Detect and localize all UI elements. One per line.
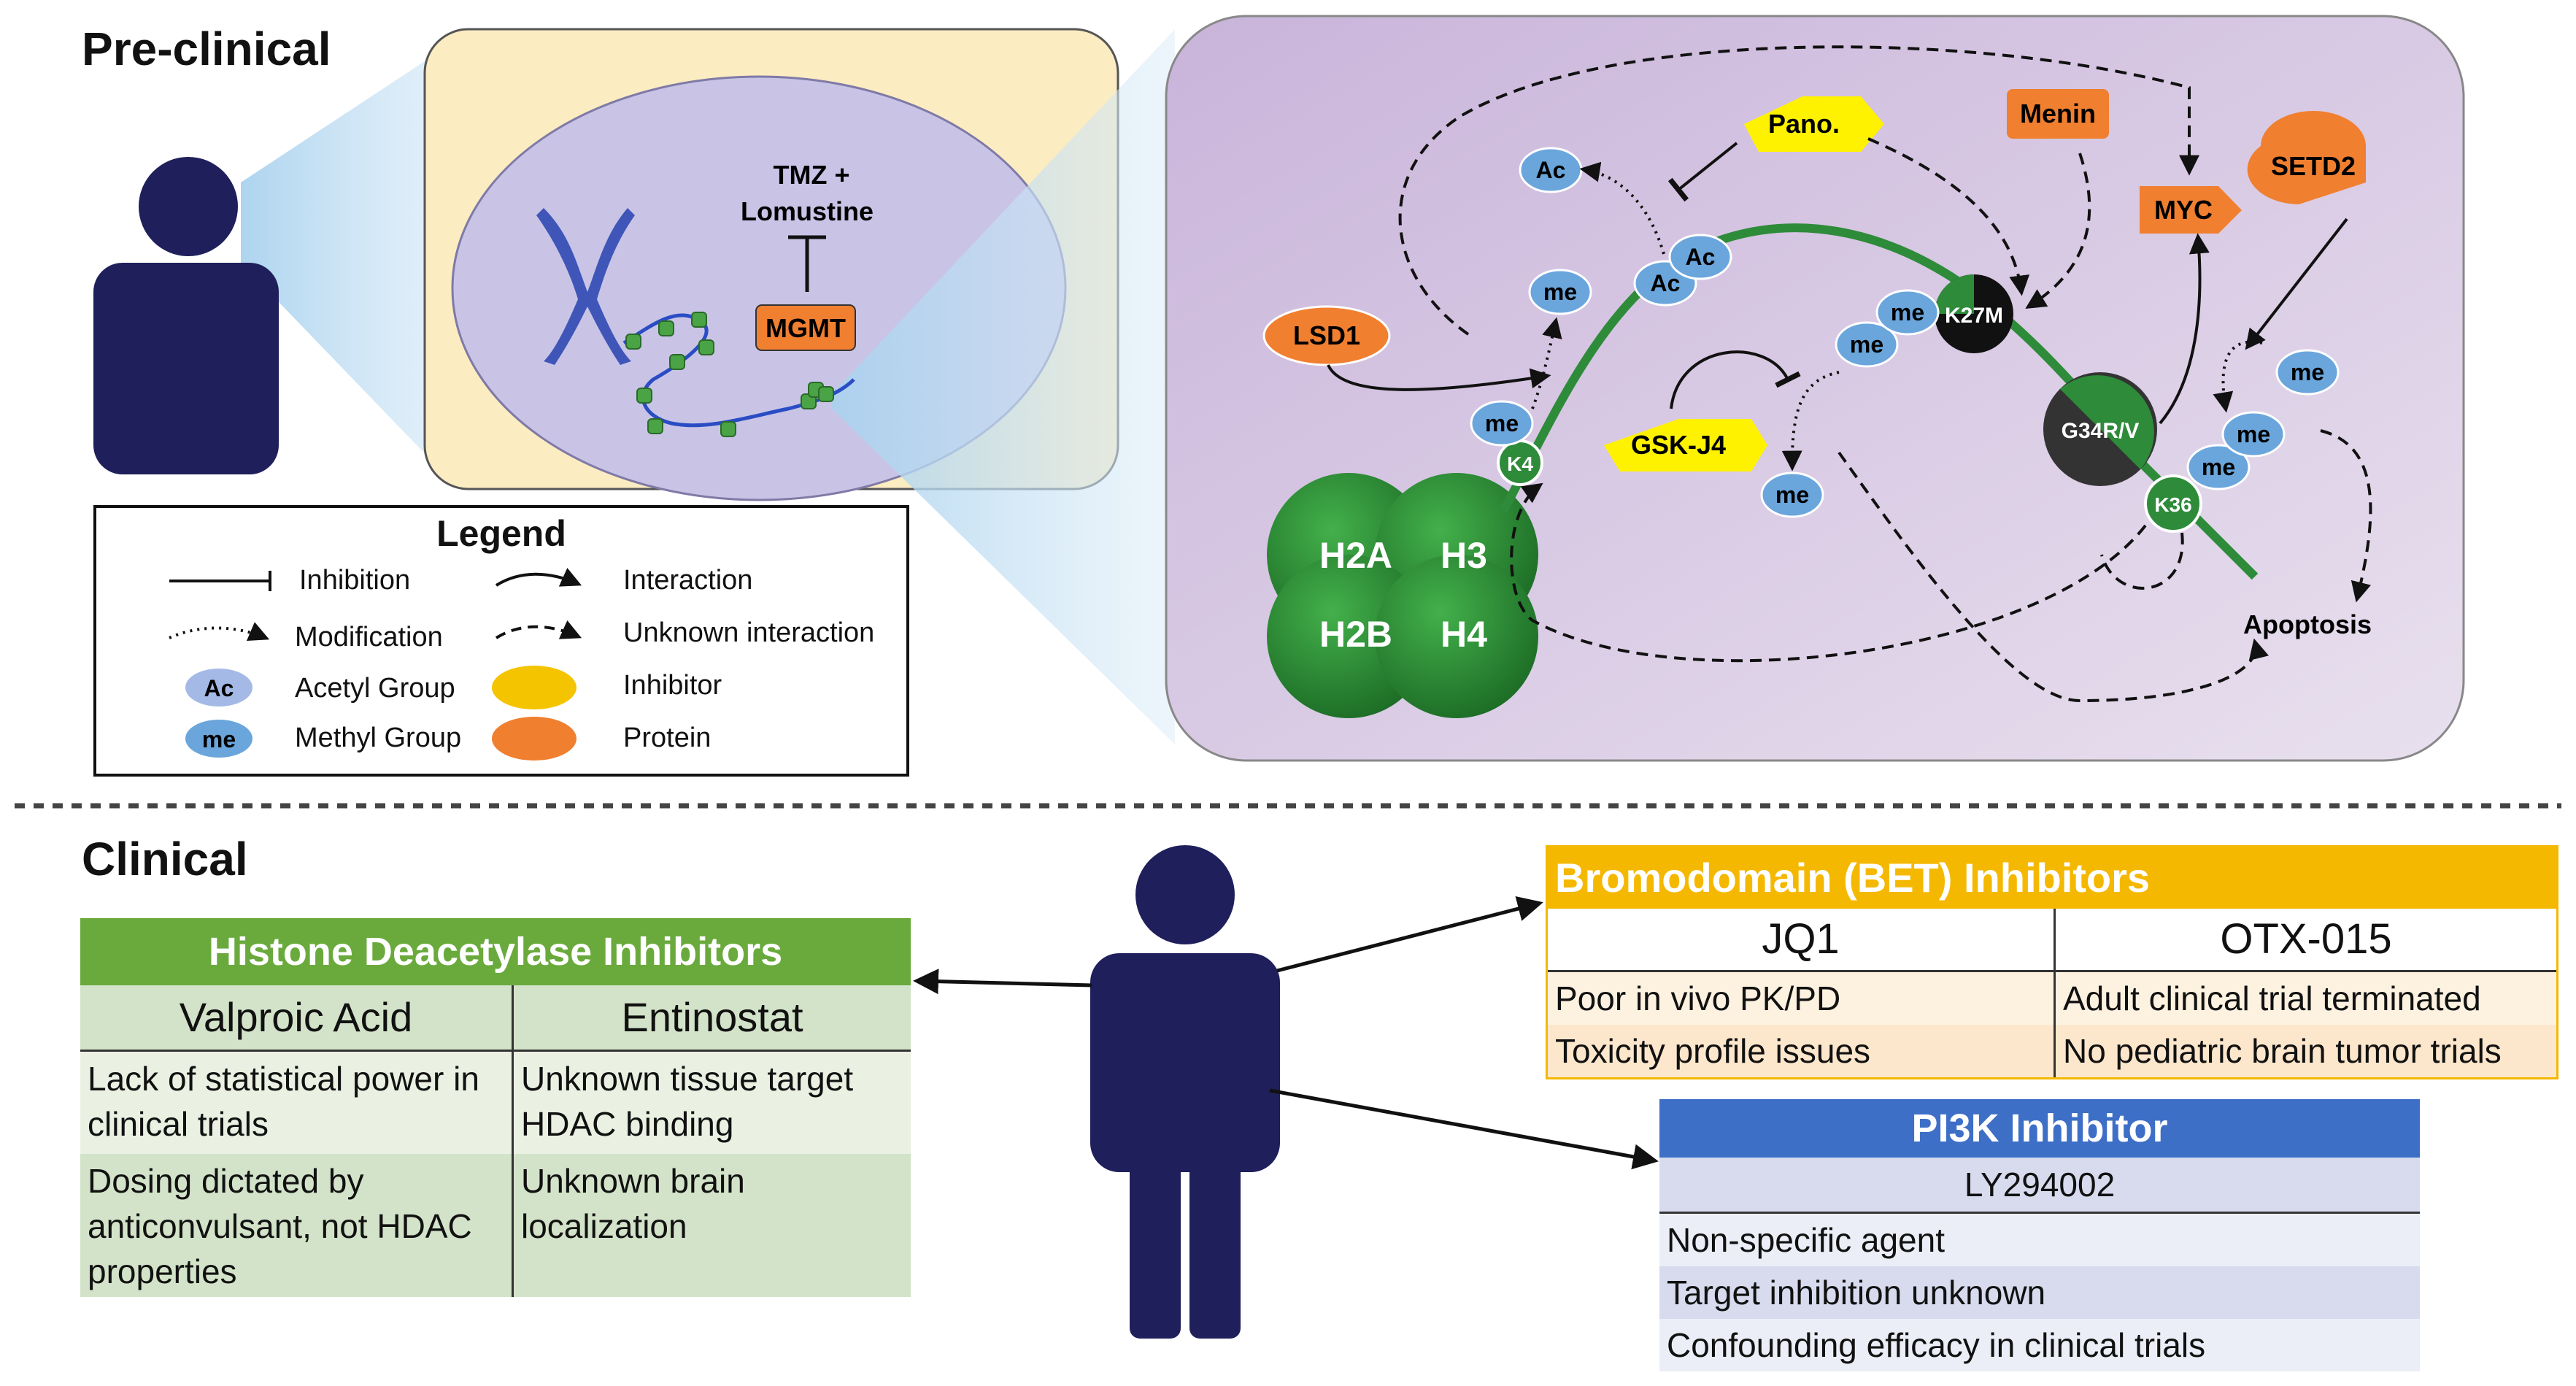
legend-protein: Protein [623,723,712,753]
pi3k-agent: LY294002 [1659,1158,2420,1214]
histone-h2a: H2A [1319,535,1392,576]
zoom-beam-1 [241,53,438,467]
svg-text:me: me [2202,454,2235,480]
legend-inhibitor: Inhibitor [623,670,722,701]
svg-text:MYC: MYC [2154,195,2213,225]
legend-unknown-interaction: Unknown interaction [623,617,875,648]
nucleosome-dots [625,312,834,437]
histone-octamer [1267,473,1538,718]
residue-k36 [2144,474,2202,533]
table-cell: Lack of statistical power in clinical tr… [80,1052,514,1154]
clinical-patient-icon [1090,845,1280,1339]
legend-title: Legend [436,513,566,554]
svg-text:me: me [2291,359,2324,385]
svg-text:Ac: Ac [1651,270,1681,296]
svg-text:me: me [1485,410,1519,436]
svg-text:me: me [1850,331,1883,358]
table-cell: Poor in vivo PK/PD [1548,972,2056,1025]
histone-h4: H4 [1441,614,1487,655]
svg-text:me: me [1543,279,1577,305]
svg-text:K36: K36 [2154,493,2191,516]
svg-text:me: me [202,726,236,752]
legend-inhibition: Inhibition [299,565,411,596]
legend-acetyl-group: Acetyl Group [295,673,455,704]
apoptosis-label: Apoptosis [2243,609,2372,639]
protein-myc [2140,186,2242,234]
drug-label-line2: Lomustine [741,196,874,226]
patient-icon [93,157,279,474]
svg-text:me: me [1891,299,1924,326]
legend-modification: Modification [295,622,443,652]
legend-symbols: Ac me [169,568,582,761]
protein-menin [2007,89,2109,139]
svg-text:Menin: Menin [2020,99,2096,128]
table-row: Toxicity profile issues No pediatric bra… [1548,1025,2556,1077]
bet-col-jq1: JQ1 [1548,909,2056,970]
hdac-title: Histone Deacetylase Inhibitors [80,918,911,985]
svg-text:me: me [2237,421,2270,447]
clinical-title: Clinical [82,833,248,885]
table-cell: Unknown brain localization [521,1162,745,1245]
protein-setd2 [2247,111,2366,204]
list-item: Target inhibition unknown [1659,1266,2420,1319]
protein-lsd1 [1262,305,1391,366]
table-row: Poor in vivo PK/PD Adult clinical trial … [1548,972,2556,1025]
svg-text:Ac: Ac [1686,244,1716,270]
drug-label-line1: TMZ + [774,160,850,190]
legend-methyl-group: Methyl Group [295,723,462,753]
bet-table: Bromodomain (BET) Inhibitors JQ1 OTX-015… [1546,845,2558,1079]
hdac-col-entinostat: Entinostat [621,994,803,1040]
table-cell: No pediatric brain tumor trials [2063,1032,2502,1070]
list-item: Non-specific agent [1659,1214,2420,1266]
svg-text:me: me [1775,482,1809,508]
svg-text:LSD1: LSD1 [1293,320,1360,350]
bet-title: Bromodomain (BET) Inhibitors [1548,847,2556,909]
svg-text:K4: K4 [1507,453,1533,475]
preclinical-title: Pre-clinical [82,23,331,75]
bet-column-headers: JQ1 OTX-015 [1548,909,2556,972]
histone-h3: H3 [1441,535,1487,576]
hdac-col-valproic: Valproic Acid [80,985,514,1050]
svg-text:K27M: K27M [1945,304,2003,328]
chem-groups [1470,147,2340,518]
table-cell: Toxicity profile issues [1548,1025,2056,1077]
table-cell: Adult clinical trial terminated [2063,979,2481,1017]
svg-text:G34R/V: G34R/V [2062,419,2140,443]
table-cell: Dosing dictated by anticonvulsant, not H… [80,1154,514,1297]
bet-col-otx: OTX-015 [2220,915,2392,963]
svg-text:Ac: Ac [204,675,234,701]
hdac-column-headers: Valproic Acid Entinostat [80,985,911,1052]
histone-h2b: H2B [1319,614,1392,655]
inhibitor-gsk [1604,419,1767,471]
inhibitor-pano [1744,96,1884,152]
svg-text:GSK-J4: GSK-J4 [1631,430,1726,460]
svg-text:SETD2: SETD2 [2271,151,2356,181]
legend: Legend Ac me Inhibition Interaction Modi… [93,505,909,777]
hdac-table: Histone Deacetylase Inhibitors Valproic … [80,918,911,1297]
zoom-beam-2 [832,29,1175,744]
legend-interaction: Interaction [623,565,753,596]
pi3k-title: PI3K Inhibitor [1659,1099,2420,1158]
svg-text:Ac: Ac [1536,157,1566,183]
chromosome-icon [536,208,635,365]
table-cell: Unknown tissue target HDAC binding [521,1060,854,1143]
mgmt-label: MGMT [766,313,846,343]
mgmt-protein [755,304,856,351]
list-item: Confounding efficacy in clinical trials [1659,1319,2420,1371]
table-row: Lack of statistical power in clinical tr… [80,1052,911,1154]
pi3k-table: PI3K Inhibitor LY294002 Non-specific age… [1659,1099,2420,1371]
table-row: Dosing dictated by anticonvulsant, not H… [80,1154,911,1297]
svg-text:Pano.: Pano. [1768,109,1840,139]
